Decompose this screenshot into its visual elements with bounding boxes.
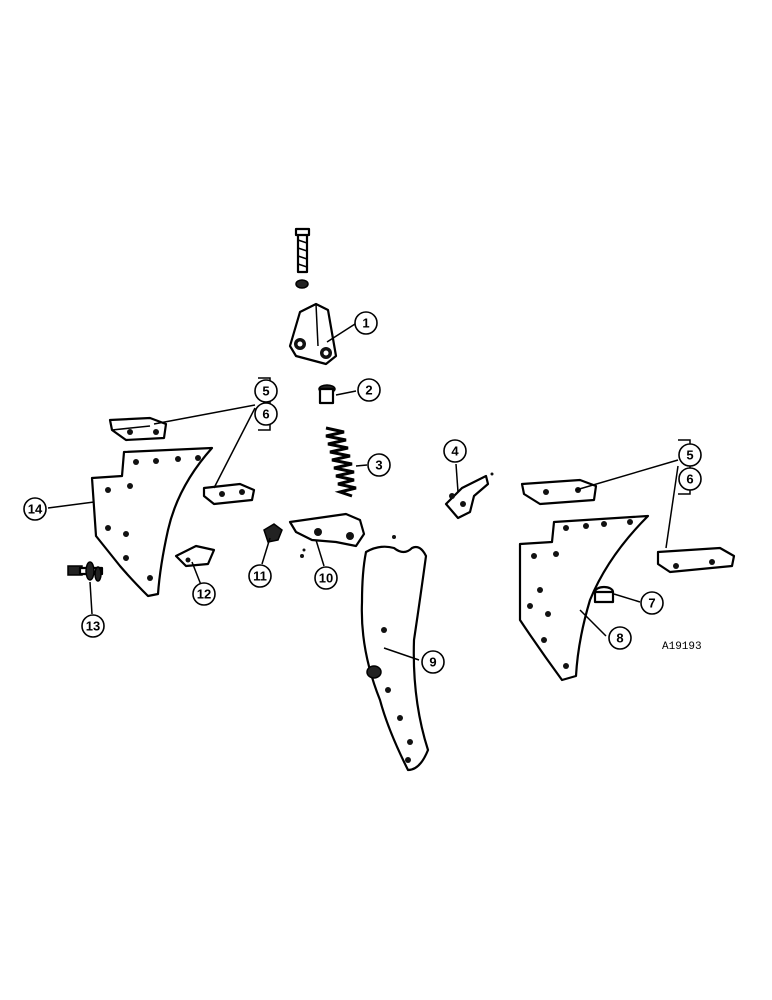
part-11-small-block — [263, 523, 283, 543]
callout-6-right: 6 — [678, 467, 702, 491]
svg-text:13: 13 — [86, 619, 100, 634]
part-2-bushing — [318, 384, 336, 405]
left-upper-angle-bracket — [108, 416, 168, 442]
callout-7: 7 — [640, 591, 664, 615]
right-lower-angle-bracket — [656, 546, 736, 574]
callout-5-left: 5 — [254, 379, 278, 403]
callout-13: 13 — [81, 614, 105, 638]
callout-10: 10 — [314, 566, 338, 590]
svg-text:3: 3 — [375, 458, 382, 473]
callout-1: 1 — [354, 311, 378, 335]
left-lower-angle-bracket — [202, 482, 256, 506]
callout-3: 3 — [367, 453, 391, 477]
part-7-bushing — [593, 585, 615, 604]
callout-14: 14 — [23, 497, 47, 521]
svg-text:4: 4 — [451, 444, 459, 459]
top-bolt — [294, 227, 311, 289]
svg-text:12: 12 — [197, 587, 211, 602]
callout-2: 2 — [357, 378, 381, 402]
leader-lines — [47, 323, 679, 661]
part-12-block — [174, 544, 216, 568]
part-14-left-plate — [90, 446, 214, 598]
callout-6-left: 6 — [254, 402, 278, 426]
svg-text:14: 14 — [28, 502, 43, 517]
svg-text:7: 7 — [648, 596, 655, 611]
svg-text:11: 11 — [253, 569, 267, 584]
part-1-bracket — [288, 302, 338, 366]
callout-9: 9 — [421, 650, 445, 674]
svg-text:9: 9 — [429, 655, 436, 670]
part-3-spring — [325, 426, 357, 498]
svg-text:8: 8 — [616, 631, 623, 646]
svg-text:5: 5 — [262, 384, 269, 399]
part-8-right-plate — [518, 514, 650, 682]
group-bracket-right — [678, 439, 691, 495]
svg-text:1: 1 — [362, 316, 369, 331]
part-10-lever — [288, 512, 396, 558]
reference-code: A19193 — [662, 641, 702, 653]
callout-5-right: 5 — [678, 443, 702, 467]
svg-text:6: 6 — [262, 407, 269, 422]
part-13-bolt-assembly — [67, 561, 104, 582]
svg-text:5: 5 — [686, 448, 693, 463]
svg-text:2: 2 — [365, 383, 372, 398]
svg-text:6: 6 — [686, 472, 693, 487]
callout-8: 8 — [608, 626, 632, 650]
callout-12: 12 — [192, 582, 216, 606]
svg-text:10: 10 — [319, 571, 333, 586]
part-9-curved-arm — [360, 545, 430, 772]
callout-11: 11 — [248, 564, 272, 588]
right-upper-angle-bracket — [520, 478, 598, 506]
part-4-clip — [444, 472, 494, 520]
callout-4: 4 — [443, 439, 467, 463]
